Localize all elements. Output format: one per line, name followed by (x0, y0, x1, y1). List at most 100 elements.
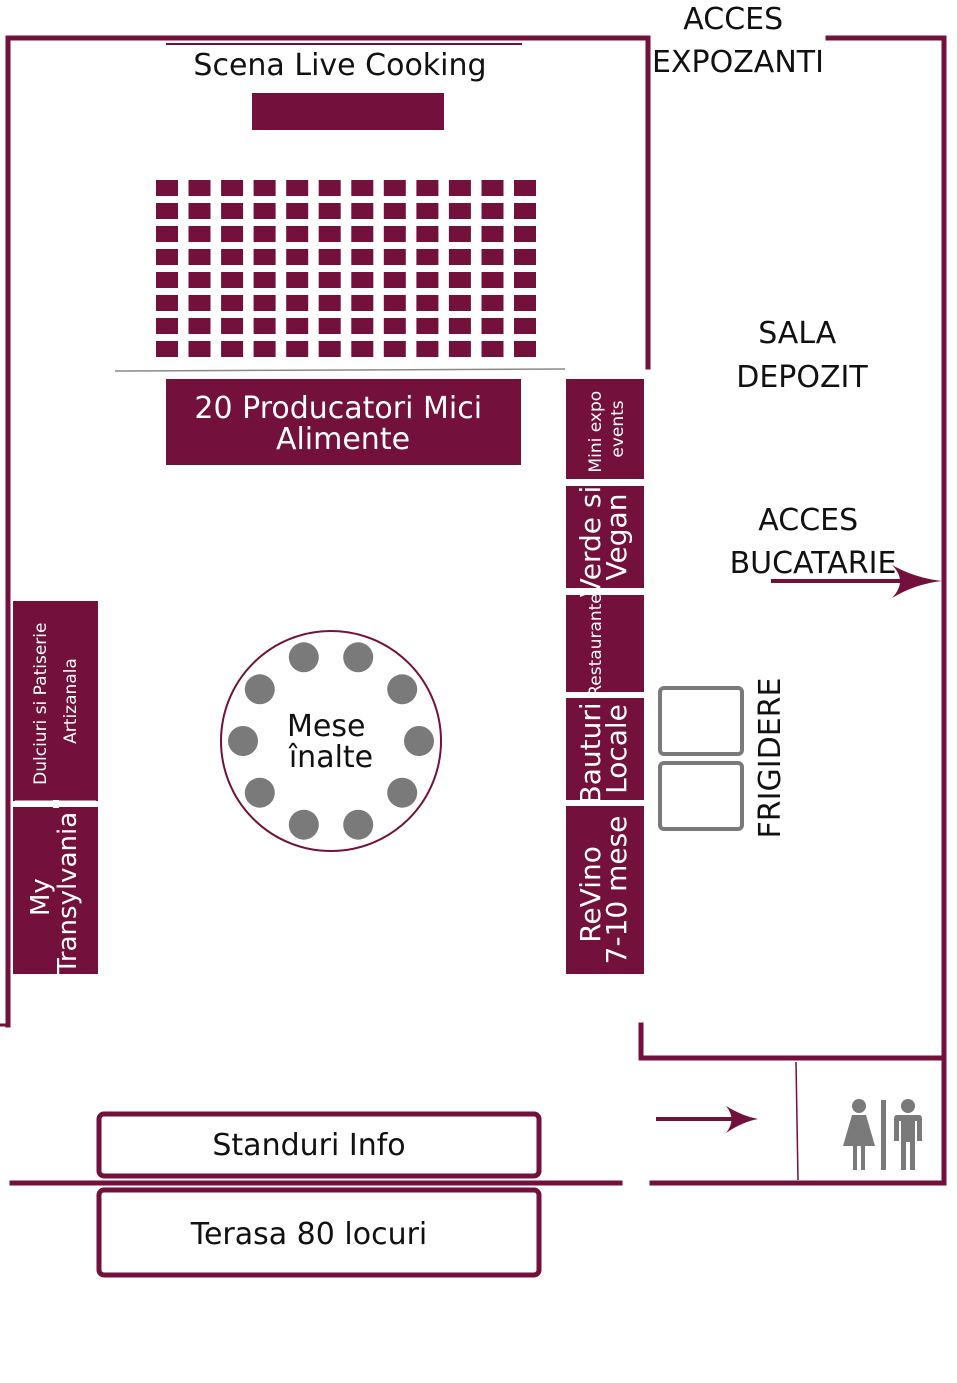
audience-seat (416, 272, 439, 288)
audience-seat (253, 295, 276, 311)
stool (343, 809, 374, 840)
audience-seat (188, 341, 211, 357)
audience-seat (383, 272, 406, 288)
seating-front-line (114, 368, 566, 372)
acces-expozanti-line-2: EXPOZANTI (652, 45, 824, 80)
audience-seat (383, 318, 406, 334)
acces-bucatarie-line-2: BUCATARIE (730, 546, 897, 581)
audience-seat (156, 318, 178, 334)
audience-seat (221, 226, 244, 242)
audience-seat (318, 295, 341, 311)
audience-seat (253, 318, 276, 334)
frigidere-label: FRIGIDERE (753, 678, 788, 839)
audience-seat (188, 295, 211, 311)
audience-seat (318, 272, 341, 288)
audience-seat (448, 249, 471, 265)
stool (404, 726, 434, 756)
booth-my-transylvania (13, 807, 98, 974)
acces-expozanti-line-1: ACCES (683, 2, 783, 37)
audience-seat (286, 341, 309, 357)
high-tables-line-1: Mese (287, 709, 365, 744)
audience-seat (416, 318, 439, 334)
acces-expozanti-label: ACCES EXPOZANTI (652, 2, 824, 80)
booth-bauturi (566, 698, 644, 800)
audience-seat (221, 180, 244, 196)
audience-seat (383, 249, 406, 265)
high-tables-label: Mese înalte (287, 709, 375, 775)
audience-seat (351, 203, 374, 219)
booth-left-gap (53, 800, 59, 808)
audience-seat (481, 295, 504, 311)
stage-label: Scena Live Cooking (193, 48, 486, 83)
terasa-label: Terasa 80 locuri (190, 1217, 428, 1252)
audience-seat (448, 341, 471, 357)
audience-seat (253, 341, 276, 357)
high-table-stools (228, 642, 434, 840)
audience-seat (253, 249, 276, 265)
audience-seat (188, 203, 211, 219)
audience-seat (351, 341, 374, 357)
audience-seat (481, 318, 504, 334)
audience-seat (188, 318, 211, 334)
booth-revino-line-2: 7-10 mese (600, 816, 633, 965)
audience-seat (156, 203, 178, 219)
audience-seat (221, 249, 244, 265)
audience-seat (221, 203, 244, 219)
audience-seat (448, 318, 471, 334)
audience-seat (318, 341, 341, 357)
booth-producatori-label: 20 Producatori Mici Alimente (194, 391, 491, 457)
booth-dulciuri-label: Dulciuri si Patiserie Artizanala (31, 617, 81, 785)
audience-seat (351, 180, 374, 196)
audience-seat (286, 272, 309, 288)
audience-seat (156, 295, 178, 311)
audience-seat (481, 226, 504, 242)
audience-seat (514, 318, 536, 334)
woman-icon (843, 1099, 875, 1170)
stool (228, 726, 258, 756)
audience-seat (383, 295, 406, 311)
audience-seat (383, 226, 406, 242)
booth-dulciuri-line-2: Artizanala (61, 658, 81, 744)
man-icon (894, 1099, 922, 1170)
audience-seat (253, 203, 276, 219)
booth-verde-vegan-line-2: Vegan (600, 494, 633, 581)
stage-platform (252, 93, 444, 130)
booth-mini-expo-line-2: events (608, 400, 628, 457)
audience-seat (221, 272, 244, 288)
audience-seat (351, 249, 374, 265)
audience-seat (318, 318, 341, 334)
audience-seat (416, 249, 439, 265)
audience-seat (416, 341, 439, 357)
booth-my-transylvania-line-1: My (26, 878, 56, 916)
audience-seat (253, 272, 276, 288)
booth-producatori-line-2: Alimente (276, 422, 410, 457)
booth-mini-expo-label: Mini expo events (586, 385, 628, 472)
booth-producatori-line-1: 20 Producatori Mici (194, 391, 482, 426)
audience-seat (416, 203, 439, 219)
audience-seat (318, 226, 341, 242)
stool (244, 674, 275, 705)
audience-seat (481, 341, 504, 357)
standuri-info-label: Standuri Info (212, 1128, 405, 1163)
terasa-box (96, 1187, 542, 1278)
audience-seat (448, 226, 471, 242)
audience-seat (188, 226, 211, 242)
restroom-divider (795, 1061, 799, 1181)
fridge-unit (658, 686, 744, 756)
audience-seat (318, 249, 341, 265)
audience-seat (286, 180, 309, 196)
booth-dulciuri-line-1: Dulciuri si Patiserie (31, 623, 51, 785)
fridges (658, 686, 744, 831)
audience-seat (383, 180, 406, 196)
audience-seat (481, 180, 504, 196)
restroom-woman-man-icon (843, 1099, 922, 1170)
audience-seat (514, 295, 536, 311)
audience-seat (514, 272, 536, 288)
audience-seat (286, 203, 309, 219)
stool (387, 777, 418, 808)
audience-seat (221, 295, 244, 311)
booth-bauturi-line-2: Locale (600, 704, 633, 794)
acces-bucatarie-line-1: ACCES (758, 503, 858, 538)
audience-seat (383, 341, 406, 357)
